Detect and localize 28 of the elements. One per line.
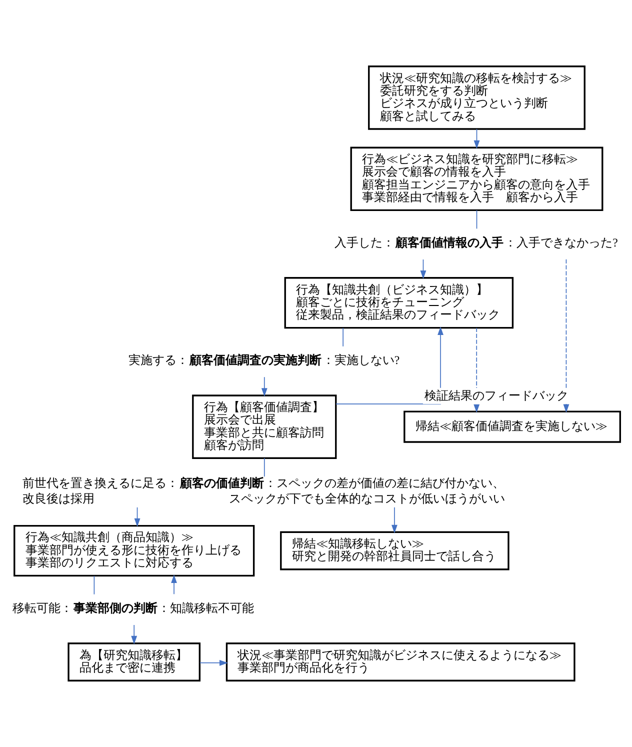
node-text: 前世代を置き換えるに足る：顧客の価値判断：スペックの差が価値の差に結び付かない、 改良後は採用 スペックが下でも全体的なコストが低いほうがいい [22,476,505,506]
arrow [336,326,444,404]
arrow [200,660,228,666]
arrow [474,128,480,149]
arrow [392,506,398,534]
arrow [420,259,426,280]
connector [94,576,95,595]
node-box: 為【研究知識移転】 品化まで密に連携 [68,642,201,682]
node-box: 行為【顧客価値調査】 展示会で出展 事業部と共に顧客訪問 顧客が訪問 [192,394,337,459]
arrow [563,258,570,413]
connector [342,328,344,347]
node-box: 帰結≪知識移転しない≫ 研究と開発の幹部社員同士で話し合う [280,531,510,570]
connector [476,210,478,230]
arrow [134,506,140,527]
node-text: 移転可能：事業部側の判断：知識移転不可能 [12,600,254,615]
node-text: 入手した：顧客価値情報の入手：入手できなかった? [334,235,618,250]
arrow [261,376,268,397]
node-box: 行為【知識共創（ビジネス知識）】 顧客ごとに技術をチューニング 従来製品，検証結果のフィードバック [284,277,514,329]
node-box: 状況≪研究知識の移転を検討する≫ 委託研究をする判断 ビジネスが成り立つという判断 顧客と試してみる [368,66,586,130]
arrow [131,624,138,644]
arrow [171,574,177,595]
node-box: 行為≪知識共創（商品知識）≫ 事業部門が使える形に技術を作り上げる 事業部のリクエストに対応する [14,524,255,577]
node-box: 状況≪事業部門で研究知識がビジネスに使えるようになる≫ 事業部門が商品化を行う [226,642,576,682]
node-box: 帰結≪顧客価値調査を実施しない≫ [404,410,621,443]
node-box: 行為≪ビジネス知識を研究部門に移転≫ 展示会で顧客の情報を入手 顧客担当エンジニアから顧客の意向を入手 事業部経由で情報を入手 顧客から入手 [350,146,604,212]
edge-label: 検証結果のフィードバック [424,388,569,402]
connector [264,458,265,477]
node-text: 実施する：顧客価値調査の実施判断：実施しない? [128,352,400,367]
